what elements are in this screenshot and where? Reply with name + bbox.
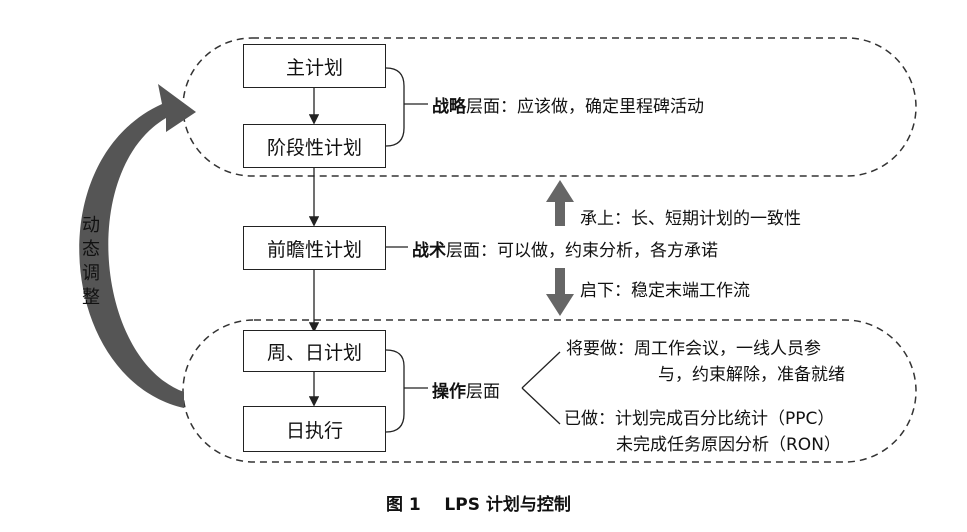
will-do-line2: 与，约束解除，准备就绪 bbox=[658, 365, 845, 385]
done-line2: 未完成任务原因分析（RON） bbox=[616, 435, 841, 455]
dynamic-adjust-char: 整 bbox=[82, 287, 100, 308]
tactics-lower-label: 启下：稳定末端工作流 bbox=[580, 281, 750, 301]
operations-split-down bbox=[521, 387, 561, 425]
tactics-rest: 层面：可以做，约束分析，各方承诺 bbox=[446, 241, 718, 261]
dynamic-adjust-label: 动 态 调 整 bbox=[80, 214, 102, 310]
operations-split-up bbox=[521, 351, 561, 389]
phase-plan-box: 阶段性计划 bbox=[243, 124, 386, 168]
strategy-rest: 层面：应该做，确定里程碑活动 bbox=[466, 97, 704, 117]
dynamic-adjust-arrow bbox=[79, 84, 196, 408]
done-line1: 已做：计划完成百分比统计（PPC） bbox=[564, 409, 835, 429]
operations-bold: 操作 bbox=[432, 382, 466, 402]
operations-label: 操作层面 bbox=[432, 377, 500, 402]
dynamic-adjust-char: 动 bbox=[82, 215, 100, 236]
operations-rest: 层面 bbox=[466, 382, 500, 402]
strategy-label: 战略层面：应该做，确定里程碑活动 bbox=[432, 92, 704, 117]
weekly-daily-plan-box: 周、日计划 bbox=[243, 330, 386, 372]
daily-execution-box: 日执行 bbox=[243, 406, 386, 452]
up-down-arrow bbox=[546, 180, 574, 316]
tactics-bold: 战术 bbox=[412, 241, 446, 261]
will-do-line1: 将要做：周工作会议，一线人员参 bbox=[566, 339, 821, 359]
operations-region bbox=[182, 319, 917, 463]
strategy-bold: 战略 bbox=[432, 97, 466, 117]
lookahead-plan-box: 前瞻性计划 bbox=[243, 226, 386, 270]
strategy-bracket bbox=[385, 67, 405, 147]
figure-caption: 图 1 LPS 计划与控制 bbox=[386, 495, 571, 515]
master-plan-box: 主计划 bbox=[243, 44, 386, 88]
dynamic-adjust-char: 调 bbox=[82, 263, 100, 284]
tactics-label: 战术层面：可以做，约束分析，各方承诺 bbox=[412, 236, 718, 261]
operations-bracket bbox=[385, 349, 405, 433]
tactics-upper-label: 承上：长、短期计划的一致性 bbox=[580, 209, 801, 229]
dynamic-adjust-char: 态 bbox=[82, 239, 100, 260]
